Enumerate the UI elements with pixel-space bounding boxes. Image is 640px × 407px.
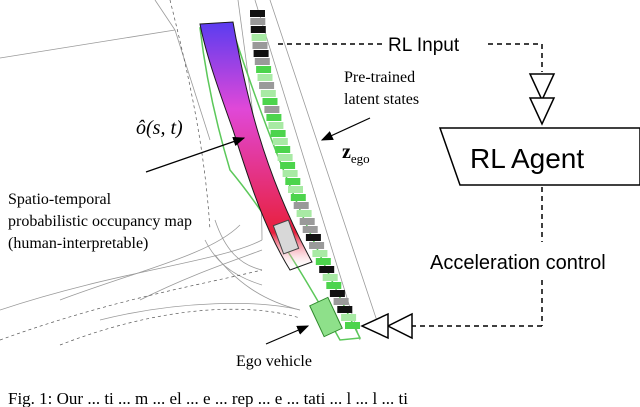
latent-state-block (285, 178, 301, 185)
latent-state-block (259, 82, 275, 89)
map-description-line2: probabilistic occupancy map (8, 213, 192, 230)
pretrained-label-line1: Pre-trained (344, 69, 415, 86)
map-description-line3: (human-interpretable) (8, 235, 148, 252)
latent-state-block (252, 42, 268, 49)
latent-state-block (250, 10, 265, 17)
latent-state-block (309, 242, 325, 249)
latent-state-block (268, 122, 284, 129)
latent-state-block (326, 282, 342, 289)
rl-agent-block: RL Agent (438, 127, 640, 186)
latent-state-block (302, 226, 318, 233)
acceleration-control-label: Acceleration control (430, 252, 606, 274)
figure-caption: Fig. 1: Our ... ti ... m ... el ... e ..… (8, 389, 408, 407)
latent-state-block (345, 322, 360, 329)
latent-state-block (262, 98, 278, 105)
latent-state-block (251, 34, 267, 41)
latent-state-block (254, 58, 270, 65)
latent-state-block (337, 306, 353, 313)
z-ego-label: zego (342, 141, 370, 166)
occupancy-arrow (145, 137, 246, 173)
latent-state-block (299, 218, 315, 225)
latent-state-block (305, 234, 321, 241)
latent-state-block (341, 314, 357, 321)
ego-vehicle-arrow (265, 325, 310, 345)
pretrained-label-line2: latent states (344, 91, 419, 108)
latent-state-block (322, 274, 338, 281)
latent-state-block (250, 26, 266, 33)
latent-state-block (288, 186, 303, 193)
latent-state-block (264, 106, 280, 113)
latent-state-block (290, 194, 306, 201)
latent-state-block (293, 202, 309, 209)
latent-state-block (266, 114, 282, 121)
occupancy-map (199, 21, 313, 271)
acceleration-connector (412, 187, 543, 327)
latent-state-block (329, 290, 345, 297)
road-dashed-lines (0, 0, 301, 346)
pretrained-arrow (320, 117, 371, 141)
latent-state-block (312, 250, 328, 257)
latent-state-block (296, 210, 312, 217)
latent-state-block (315, 258, 331, 265)
rl-input-label: RL Input (388, 35, 460, 56)
rl-agent-label: RL Agent (470, 143, 584, 174)
map-description-line1: Spatio-temporal (8, 191, 112, 208)
latent-states-column (250, 10, 360, 329)
acceleration-arrowheads (360, 312, 413, 340)
ego-vehicle (309, 296, 343, 338)
other-vehicle (272, 219, 300, 255)
latent-state-block (333, 298, 349, 305)
latent-state-block (270, 130, 286, 137)
latent-state-block (275, 146, 291, 153)
latent-state-block (272, 138, 288, 145)
latent-state-block (282, 170, 298, 177)
road-map-lines (0, 0, 381, 341)
latent-state-block (257, 74, 273, 81)
latent-state-block (280, 162, 296, 169)
latent-state-block (250, 18, 266, 25)
latent-state-block (260, 90, 276, 97)
latent-state-block (256, 66, 272, 73)
occupancy-symbol: ô(s, t) (136, 117, 183, 139)
latent-state-block (319, 266, 335, 273)
latent-state-block (253, 50, 269, 57)
ego-vehicle-label: Ego vehicle (236, 353, 312, 370)
lane-corridor (199, 27, 362, 341)
rl-input-arrowheads (528, 73, 556, 126)
latent-state-block (277, 154, 293, 161)
rl-input-connector (278, 43, 543, 72)
